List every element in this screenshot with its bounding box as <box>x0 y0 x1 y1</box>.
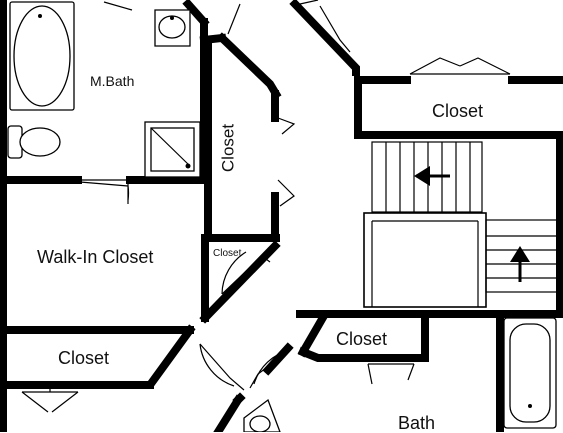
closet-small-label: Closet <box>213 248 242 259</box>
stair-arrow-up-icon <box>510 246 530 282</box>
stairs-right <box>485 219 561 293</box>
closet-left-bottom-label: Closet <box>58 348 110 368</box>
bathtub-icon <box>9 1 75 111</box>
bath-sink-icon <box>243 398 281 432</box>
stairs-landing <box>363 212 487 308</box>
mbath-label: M.Bath <box>90 73 135 89</box>
closet-vertical-label: Closet <box>218 123 238 173</box>
sink-icon <box>154 9 191 47</box>
bath-label: Bath <box>398 413 436 433</box>
closet-top-right-label: Closet <box>432 101 484 121</box>
toilet-icon <box>7 125 61 159</box>
closet-center-bottom-label: Closet <box>336 329 388 349</box>
door-swing-icon <box>21 0 511 413</box>
bath-tub-right-icon <box>503 317 557 429</box>
shower-icon <box>144 121 201 178</box>
walk-in-closet-label: Walk-In Closet <box>37 247 154 267</box>
stair-arrow-left-icon <box>414 166 450 186</box>
